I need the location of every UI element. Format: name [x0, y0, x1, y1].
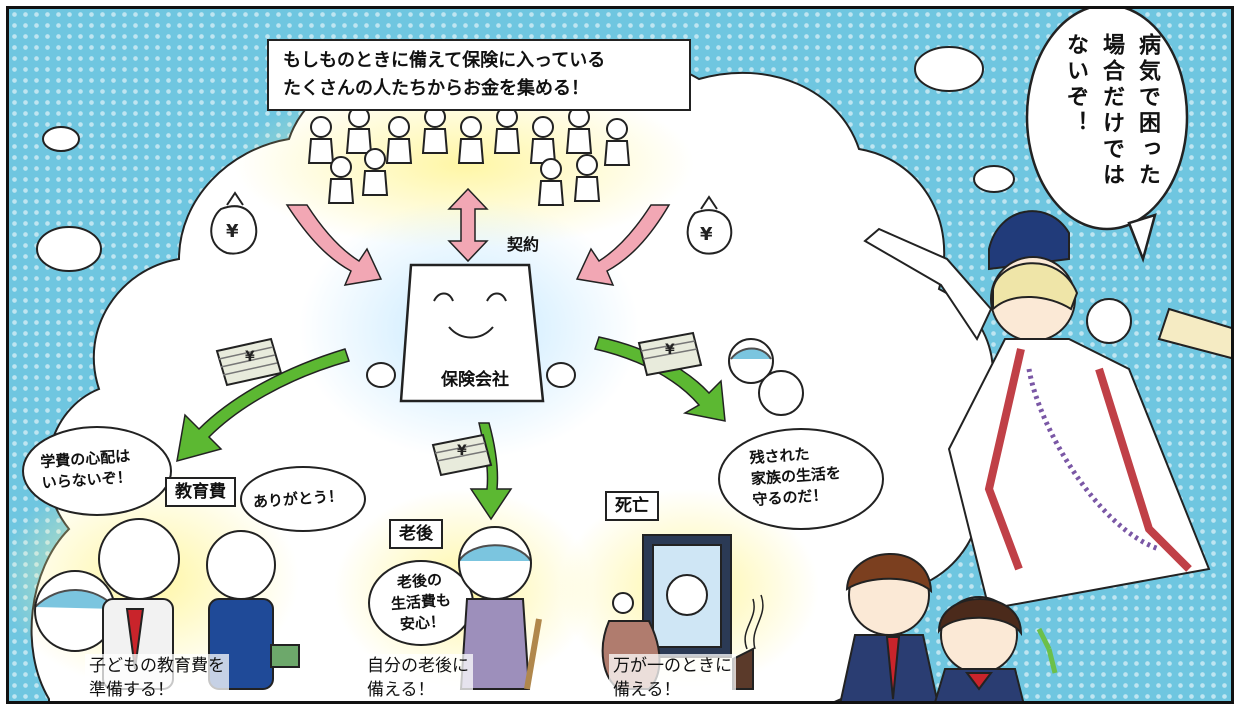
category-retirement: 老後 [389, 519, 443, 549]
dog-family [728, 338, 804, 416]
cash-stack-right [637, 331, 703, 377]
payout-arrow-death [594, 336, 726, 422]
yen-mark-bag-right: ¥ [700, 224, 713, 245]
speech-retire-line3: 安心！ [399, 612, 446, 634]
speech-family-life: 残された 家族の生活を 守るのだ！ [749, 442, 843, 511]
category-death: 死亡 [605, 491, 659, 521]
bubble-main [1025, 9, 1189, 231]
collection-note-line2: たくさんの人たちからお金を集める！ [283, 78, 589, 99]
speech-main-line2: 場合だけでは [1099, 33, 1124, 189]
bubble-main-tail [1127, 213, 1157, 263]
cloud-puff-small [42, 126, 80, 152]
caption-death-line1: 万が一のときに [613, 656, 732, 676]
cloud-puff-left [36, 226, 102, 272]
insured-crowd [307, 106, 631, 206]
bubble-thanks [240, 466, 366, 532]
speech-main-line3: ないぞ！ [1063, 33, 1088, 137]
money-bag-left [210, 191, 258, 255]
caption-retirement-line1: 自分の老後に [367, 656, 469, 676]
thought-dot-small [973, 165, 1015, 193]
caption-death-line2: 備える！ [613, 680, 681, 700]
caption-education: 子どもの教育費を 準備する！ [85, 654, 229, 701]
contract-arrow [447, 187, 489, 263]
cash-stack-left [215, 337, 283, 387]
caption-retirement: 自分の老後に 備える！ [363, 654, 473, 701]
insurer-character [366, 263, 576, 403]
yen-mark-bag-left: ¥ [226, 221, 239, 242]
insurer-label: 保険会社 [441, 370, 509, 390]
premium-arrow-right [575, 204, 671, 286]
bubble-no-worry [22, 426, 172, 516]
money-bag-right [686, 195, 733, 255]
contract-label: 契約 [507, 235, 540, 254]
caption-retirement-line2: 備える！ [367, 680, 435, 700]
caption-education-line1: 子どもの教育費を [89, 656, 225, 676]
speech-main-line1: 病気で困った [1135, 33, 1160, 189]
bubble-family [718, 428, 884, 530]
illustration [9, 9, 1231, 701]
children [839, 553, 1058, 701]
education-characters [34, 518, 300, 690]
yen-mark-cash-left: ¥ [245, 349, 255, 365]
comic-panel: もしものときに備えて保険に入っている たくさんの人たちからお金を集める！ 契約 … [6, 6, 1234, 704]
cash-stack-center [431, 433, 493, 477]
yen-mark-cash-center: ¥ [457, 443, 467, 459]
yen-mark-cash-right: ¥ [665, 342, 675, 358]
premium-arrow-left [285, 204, 383, 286]
collection-note-line1: もしものときに備えて保険に入っている [283, 50, 606, 71]
collection-note: もしものときに備えて保険に入っている たくさんの人たちからお金を集める！ [267, 39, 691, 111]
caption-death: 万が一のときに 備える！ [609, 654, 736, 701]
retirement-character [458, 526, 542, 690]
category-education: 教育費 [165, 477, 236, 507]
speech-retire-relief: 老後の 生活費も 安心！ [389, 569, 453, 636]
caption-education-line2: 準備する！ [89, 680, 174, 700]
thought-dot-large [914, 46, 984, 92]
speech-main: 病気で困った 場合だけでは ないぞ！ [1057, 33, 1165, 213]
flying-mascot [863, 210, 1231, 611]
speech-no-worry: 学費の心配は いらないぞ！ [40, 446, 133, 494]
